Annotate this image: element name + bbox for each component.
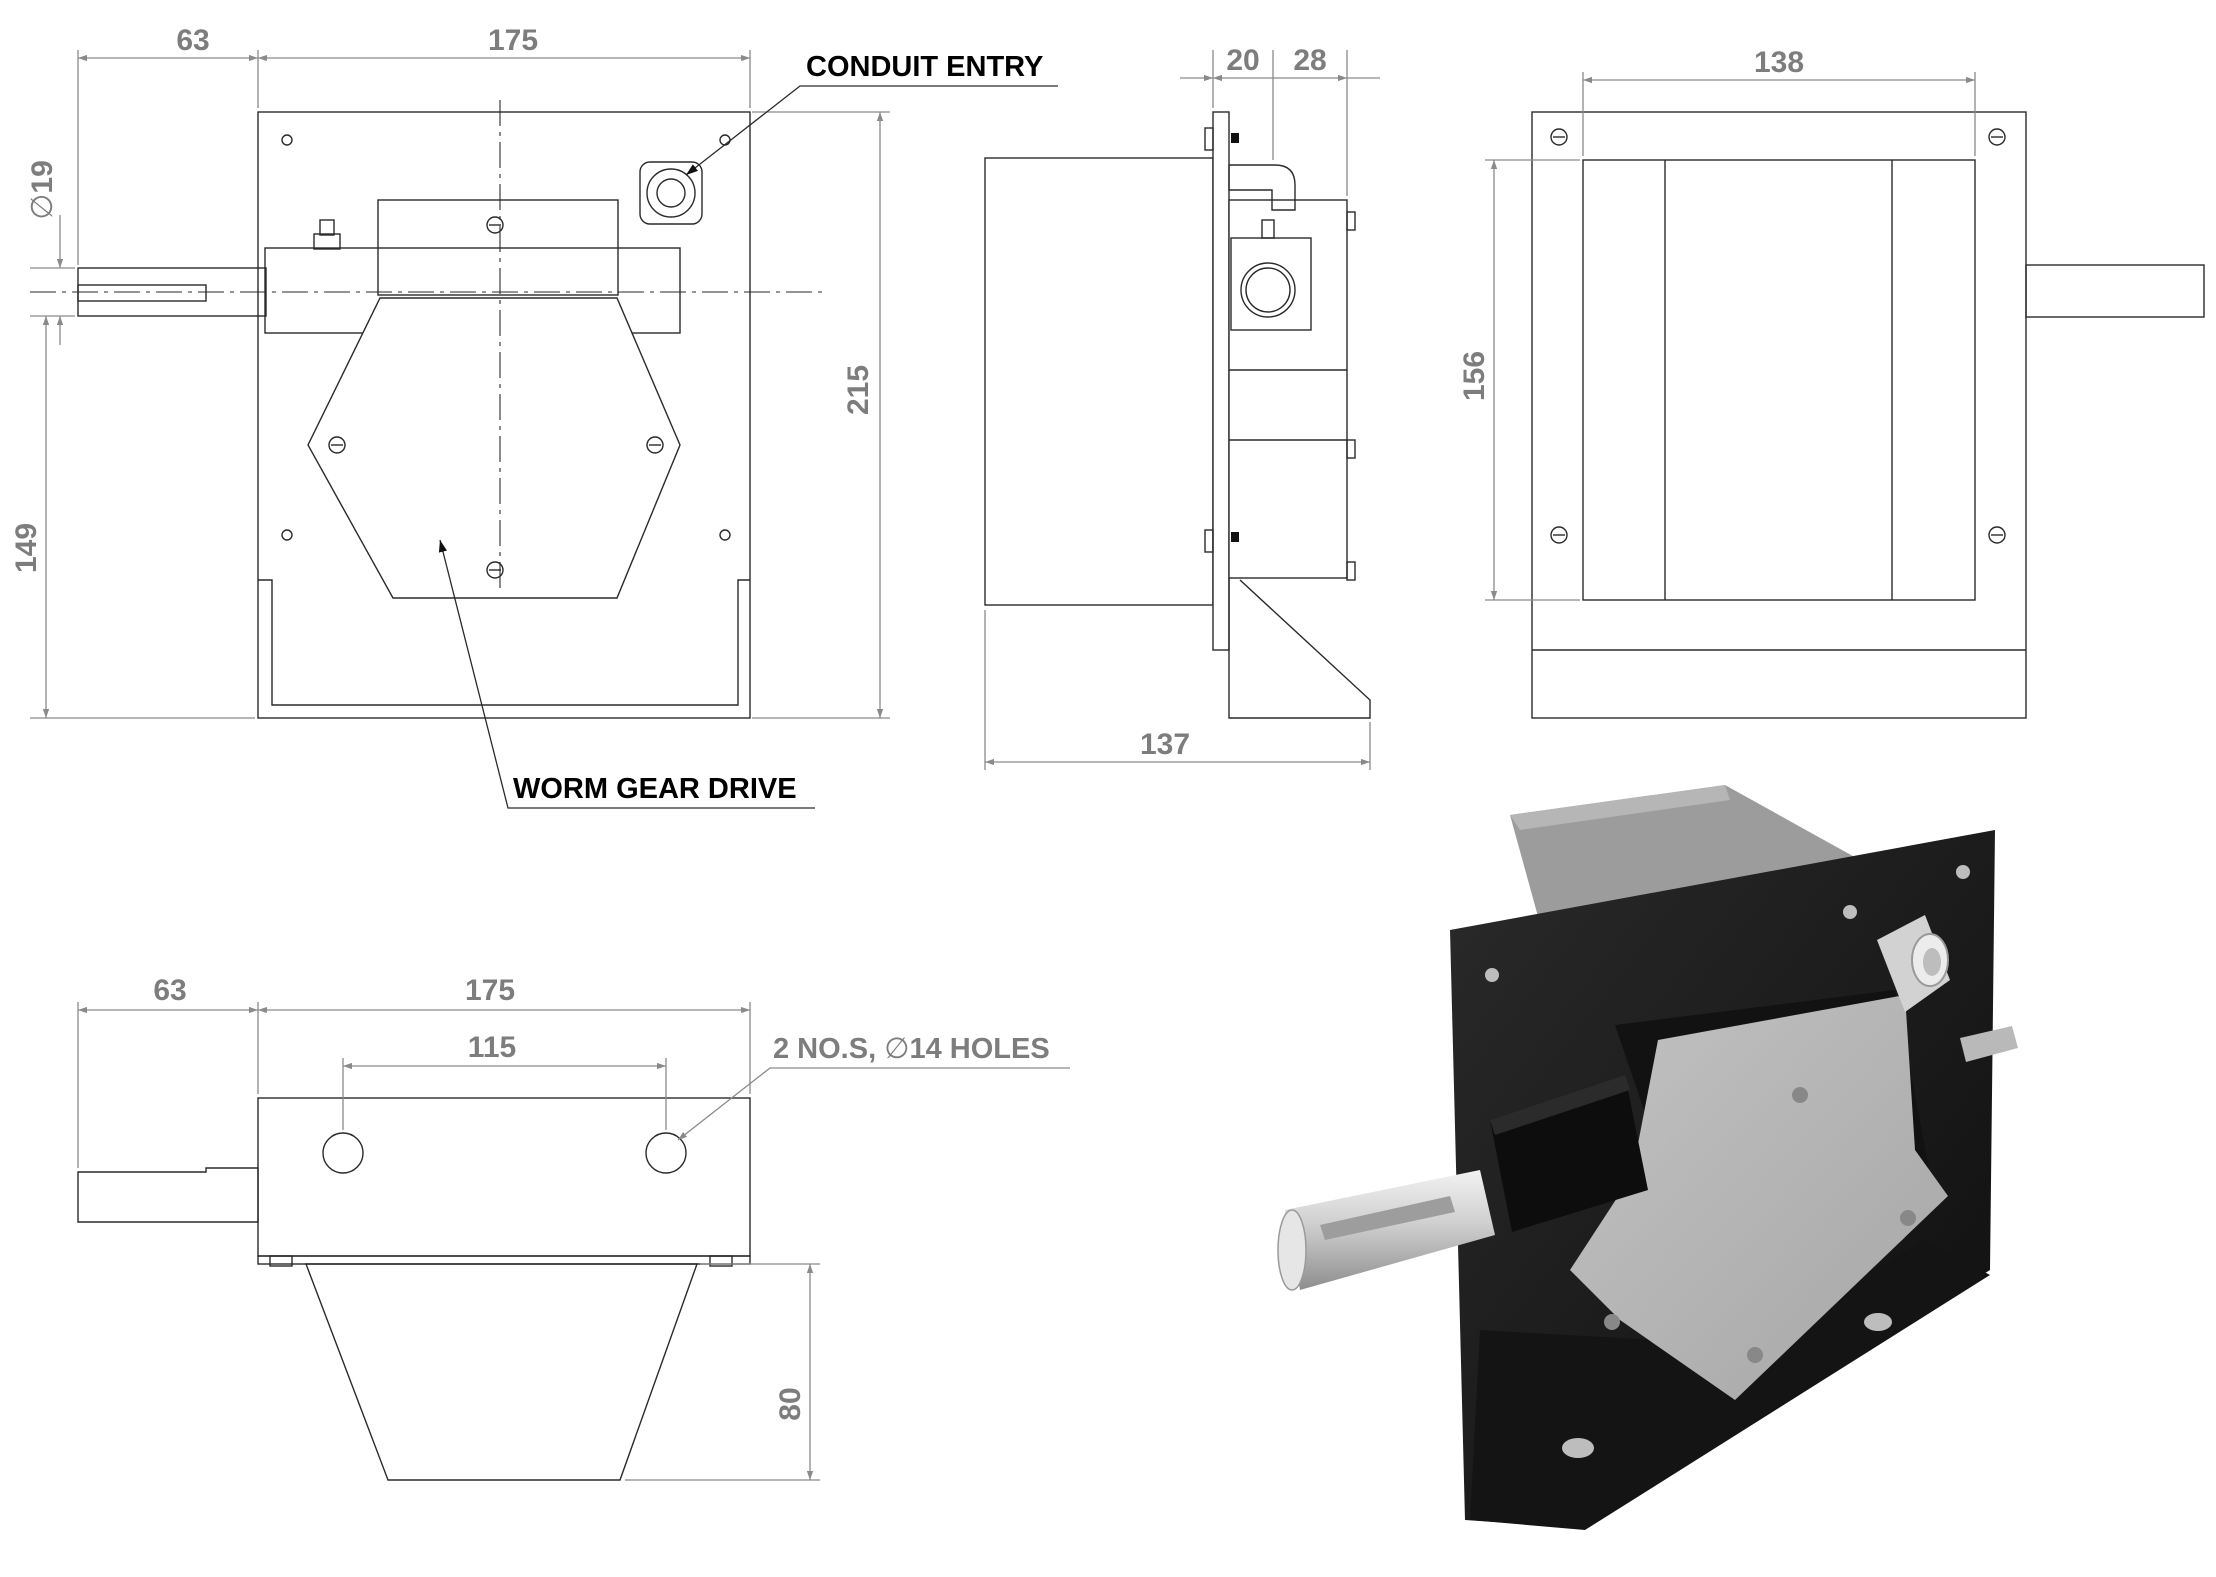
- mount-hole: [719, 529, 731, 541]
- base-hole: [322, 1132, 364, 1174]
- bottom-view: 63 175 115 80 2 NO.S, ∅14 HOLES: [77, 974, 1070, 1481]
- dim-enclosure-depth: 28: [1293, 44, 1326, 77]
- base-bracket: [258, 579, 750, 706]
- side-housing: [984, 157, 1214, 606]
- side-view: 20 28 137: [984, 44, 1380, 770]
- mount-hole: [281, 134, 293, 146]
- mount-hole: [719, 134, 731, 146]
- dim-front-height: 215: [842, 365, 875, 415]
- conduit-gland: [639, 161, 703, 225]
- gear-cover-hexagon: [307, 297, 681, 599]
- front-view: 63 175 215 149 ∅19 CONDUIT ENTRY WORM GE…: [10, 24, 1058, 809]
- dim-rear-width: 138: [1754, 46, 1804, 79]
- cover-screws: [328, 216, 664, 579]
- callout-conduit-entry: CONDUIT ENTRY: [806, 51, 1043, 83]
- dim-front-body: 175: [488, 24, 538, 57]
- callout-worm-gear-drive: WORM GEAR DRIVE: [513, 773, 797, 805]
- dim-hole-spacing: 115: [468, 1031, 516, 1064]
- callout-holes: 2 NO.S, ∅14 HOLES: [773, 1033, 1050, 1065]
- dim-bottom-body: 175: [465, 974, 515, 1007]
- rear-screws: [1550, 128, 2006, 544]
- side-enclosure: [1228, 199, 1348, 579]
- dim-front-left: 63: [176, 24, 209, 57]
- bottom-hopper: [304, 1263, 698, 1481]
- dim-shaft-height: 149: [10, 523, 43, 573]
- dim-base-height: 80: [774, 1387, 807, 1420]
- dim-side-depth: 137: [1140, 728, 1190, 761]
- base-hole: [645, 1132, 687, 1174]
- dim-bottom-left: 63: [153, 974, 186, 1007]
- dim-plate-thickness: 20: [1226, 44, 1259, 77]
- rear-housing: [1582, 159, 1976, 601]
- side-mount-plate: [1212, 111, 1230, 651]
- grease-nipple-tip: [319, 219, 335, 236]
- shaft-keyway: [77, 284, 207, 302]
- side-gland: [1228, 164, 1296, 211]
- front-plate: [257, 111, 751, 719]
- rear-view: 138 156: [1458, 46, 2205, 719]
- side-bracket: [1228, 578, 1371, 719]
- mount-hole: [281, 529, 293, 541]
- grease-nipple: [313, 233, 341, 250]
- dim-rear-height: 156: [1458, 351, 1491, 401]
- dim-shaft-diameter: ∅19: [26, 160, 59, 220]
- rear-plate: [1531, 111, 2027, 719]
- product-photo: [1277, 785, 2018, 1530]
- bottom-shaft: [77, 1167, 259, 1223]
- bottom-plate: [257, 1097, 751, 1257]
- photo-grease-nipple: [1960, 1026, 2018, 1062]
- rear-shaft: [2025, 264, 2205, 318]
- photo-gear-cover: [1570, 995, 1948, 1400]
